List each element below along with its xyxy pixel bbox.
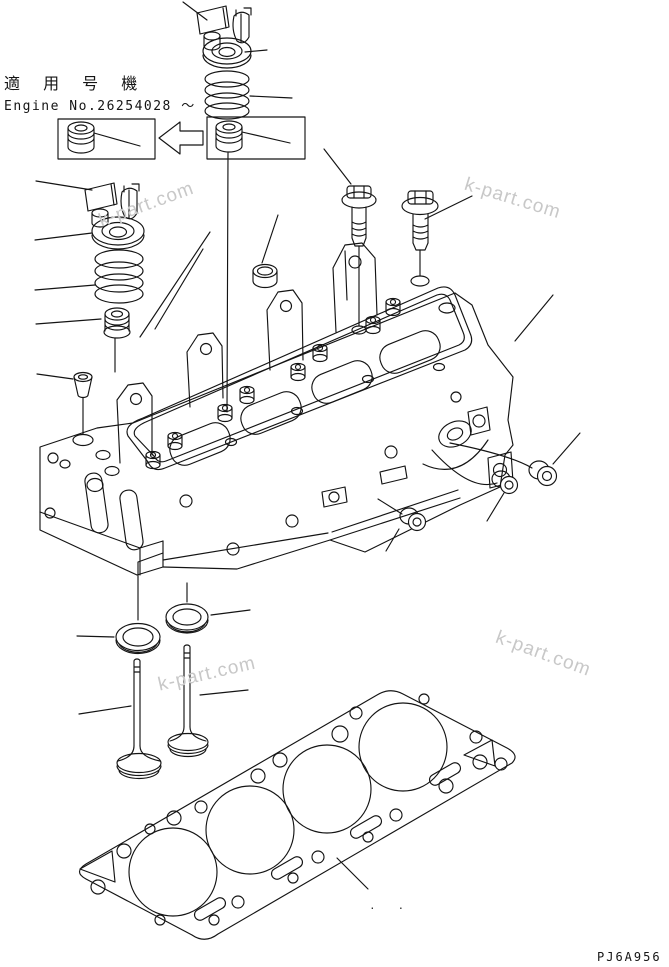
ring-plug-drawing xyxy=(252,214,279,289)
cylinder-head-drawing xyxy=(39,242,514,576)
screw-plug-drawings xyxy=(377,432,581,552)
head-leader-line xyxy=(514,294,554,342)
valve-keeper-drawing-left xyxy=(35,180,140,228)
print-artifact-dots: · · xyxy=(370,899,414,915)
applicable-machine-label: 適 用 号 機 xyxy=(4,74,147,93)
head-bolt-drawing-1 xyxy=(323,148,377,335)
valve-keeper-drawing-top xyxy=(182,1,252,51)
valve-seat-drawings xyxy=(76,552,251,655)
spring-retainer-drawing-top xyxy=(202,37,268,69)
valve-spring-drawing-left xyxy=(34,249,144,304)
head-gasket-drawing xyxy=(78,690,516,940)
drawing-code: PJ6A956 xyxy=(597,950,662,964)
stem-seal-drawing-left xyxy=(35,231,211,373)
head-bolt-drawing-2 xyxy=(401,190,473,287)
arrow-left-icon xyxy=(158,121,204,155)
cup-plug-drawing-left xyxy=(36,371,93,435)
spring-retainer-drawing-left xyxy=(34,216,145,250)
stem-seal-callout-boxes xyxy=(57,116,306,413)
rocker-towers xyxy=(116,242,378,464)
valve-drawings xyxy=(78,644,249,780)
rocker-studs xyxy=(145,297,401,470)
engine-number-label: Engine No.26254028 ～ xyxy=(4,99,196,114)
valve-spring-drawing-top xyxy=(204,70,293,120)
